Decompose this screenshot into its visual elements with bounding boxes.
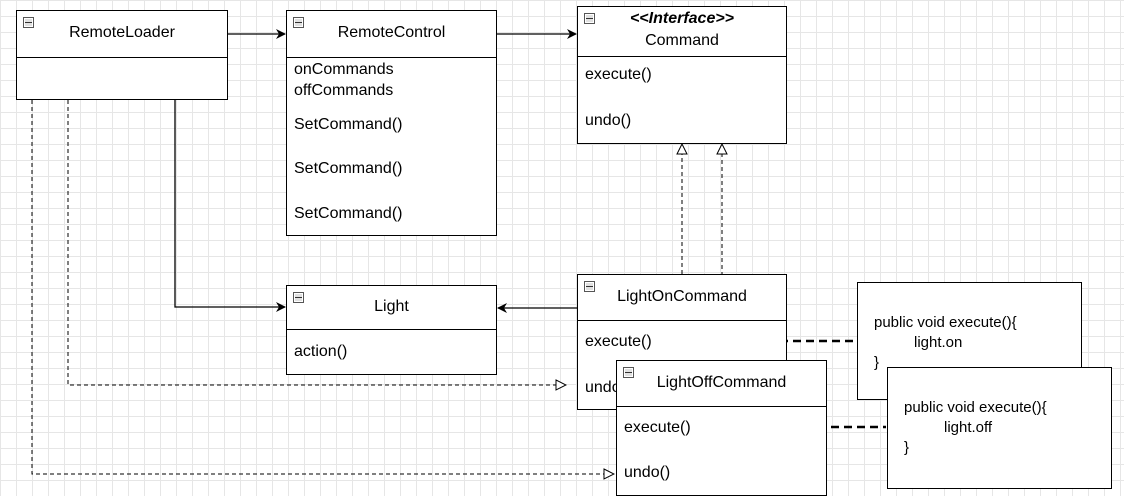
interface-command[interactable]: <<Interface>> Command execute() undo()	[577, 6, 787, 144]
class-light[interactable]: Light action()	[286, 285, 497, 375]
collapse-toggle-icon[interactable]	[584, 281, 595, 292]
note-line: light.off	[944, 419, 993, 436]
method-row: SetCommand()	[294, 160, 403, 177]
class-name: LightOnCommand	[617, 288, 747, 305]
class-light-off-command[interactable]: LightOffCommand execute() undo()	[616, 360, 827, 496]
class-remote-control[interactable]: RemoteControl onCommands offCommands Set…	[286, 10, 497, 236]
class-name: RemoteLoader	[69, 24, 175, 41]
collapse-toggle-icon[interactable]	[293, 17, 304, 28]
class-name: Light	[374, 298, 409, 315]
collapse-toggle-icon[interactable]	[623, 367, 634, 378]
edge-loader-to-light	[174, 100, 286, 312]
method-row: execute()	[624, 419, 691, 436]
collapse-toggle-icon[interactable]	[293, 292, 304, 303]
note-light-off[interactable]: public void execute(){ light.off }	[887, 367, 1112, 489]
edge-loader-to-offcommand	[31, 100, 614, 474]
class-name: Command	[645, 32, 719, 49]
method-row: SetCommand()	[294, 205, 403, 222]
note-line: }	[874, 354, 880, 371]
attribute-row: onCommands	[294, 61, 394, 78]
note-line: public void execute(){	[904, 399, 1047, 416]
edge-loader-to-oncommand	[67, 100, 566, 385]
class-name: LightOffCommand	[656, 374, 787, 391]
note-line: public void execute(){	[874, 314, 1017, 331]
method-row: execute()	[585, 66, 652, 83]
attribute-row: offCommands	[294, 82, 394, 99]
note-line: }	[904, 439, 910, 456]
collapse-toggle-icon[interactable]	[584, 13, 595, 24]
method-row: action()	[294, 343, 348, 360]
method-row: execute()	[585, 333, 652, 350]
class-name: RemoteControl	[337, 24, 446, 41]
note-line: light.on	[914, 334, 963, 351]
stereotype-label: <<Interface>>	[629, 10, 735, 27]
class-remote-loader[interactable]: RemoteLoader	[16, 10, 228, 100]
method-row: SetCommand()	[294, 116, 403, 133]
collapse-toggle-icon[interactable]	[23, 17, 34, 28]
method-row: undo()	[624, 464, 671, 481]
method-row: undo()	[585, 112, 632, 129]
